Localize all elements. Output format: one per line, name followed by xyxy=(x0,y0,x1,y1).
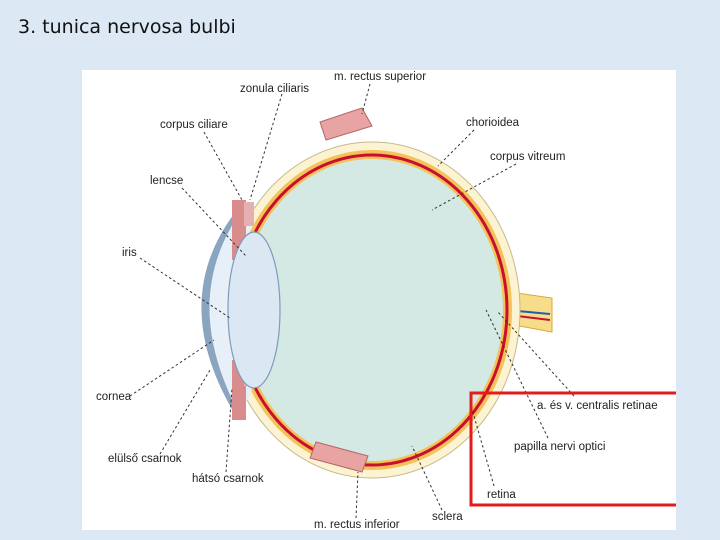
label-chorioidea: chorioidea xyxy=(466,117,520,129)
label-papilla-nervi-optici: papilla nervi optici xyxy=(514,441,605,453)
leader-zonula xyxy=(249,93,283,201)
label-rectus-superior: m. rectus superior xyxy=(334,71,426,83)
leader-papilla xyxy=(485,309,549,439)
label-corpus-vitreum: corpus vitreum xyxy=(490,151,565,163)
leader-rectus-superior xyxy=(361,83,371,115)
label-retina: retina xyxy=(487,489,516,501)
leader-sclera xyxy=(411,445,443,511)
leader-chorioidea xyxy=(437,129,475,167)
eye-diagram: zonula ciliaris m. rectus superior corpu… xyxy=(82,70,676,530)
rectus-inferior-muscle xyxy=(309,441,369,473)
anterior-chamber xyxy=(209,210,252,415)
label-iris: iris xyxy=(122,247,137,259)
lens xyxy=(227,231,281,389)
label-centralis-retinae: a. és v. centralis retinae xyxy=(537,400,658,412)
leader-lencse xyxy=(181,187,247,257)
label-hatso-csarnok: hátsó csarnok xyxy=(192,473,264,485)
leader-elulso xyxy=(159,369,211,455)
leader-iris xyxy=(139,257,231,319)
slide-title: 3. tunica nervosa bulbi xyxy=(18,16,236,38)
ciliary-body-upper xyxy=(244,202,254,226)
label-sclera: sclera xyxy=(432,511,463,523)
vitreous-body xyxy=(241,159,503,461)
label-zonula-ciliaris: zonula ciliaris xyxy=(240,83,309,95)
eye-anatomy-svg: zonula ciliaris m. rectus superior corpu… xyxy=(96,71,676,530)
leader-cornea xyxy=(129,339,215,397)
leader-hatso xyxy=(225,387,233,473)
label-lencse: lencse xyxy=(150,175,183,187)
rectus-superior-muscle xyxy=(319,107,373,141)
label-elulso-csarnok: elülső csarnok xyxy=(108,453,182,465)
label-rectus-inferior: m. rectus inferior xyxy=(314,519,400,530)
leader-rectus-inferior xyxy=(355,471,359,519)
leader-corpus-vitreum xyxy=(431,163,517,211)
leader-centralis xyxy=(497,311,575,397)
label-cornea: cornea xyxy=(96,391,132,403)
highlight-box xyxy=(469,391,676,507)
leader-corpus-ciliare xyxy=(203,131,243,201)
label-corpus-ciliare: corpus ciliare xyxy=(160,119,228,131)
cornea-shape xyxy=(201,207,246,418)
